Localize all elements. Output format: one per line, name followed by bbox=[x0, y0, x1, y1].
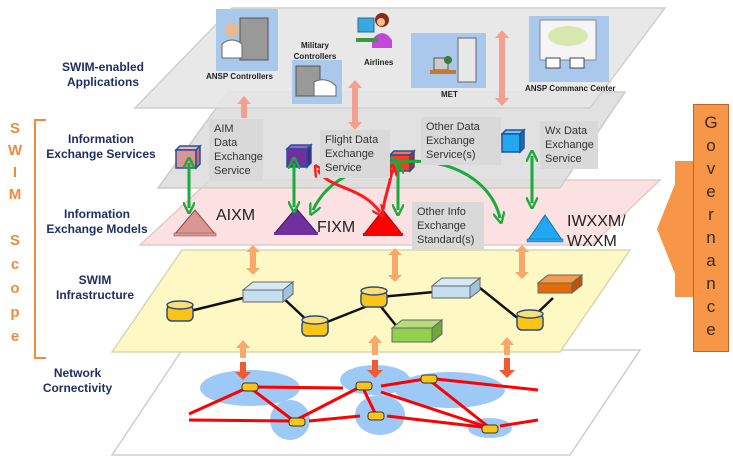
governance-letter: e bbox=[706, 182, 716, 201]
layer-label-infrastructure: SWIM Infrastructure bbox=[55, 273, 135, 302]
service-flight: Flight Data Exchange Service bbox=[320, 130, 390, 178]
service-aim: AIM Data Exchange Service bbox=[209, 119, 263, 181]
governance-letter: v bbox=[706, 159, 716, 178]
service-other: Other Data Exchange Service(s) bbox=[421, 117, 501, 165]
scope-letter: p bbox=[10, 304, 20, 321]
model-label-aixm: AIXM bbox=[216, 207, 256, 224]
airlines-icon bbox=[356, 13, 392, 48]
governance-letter: n bbox=[706, 274, 716, 293]
layer-label-network: Network Cornectivity bbox=[42, 366, 113, 395]
infrastructure-boxes bbox=[241, 273, 584, 344]
governance-letter: c bbox=[706, 297, 716, 316]
app-icons bbox=[216, 9, 609, 104]
scope-letter: S bbox=[9, 120, 20, 137]
network-links bbox=[188, 377, 539, 430]
service-cubes bbox=[174, 128, 526, 173]
governance-letter: r bbox=[708, 205, 714, 224]
governance-letter: G bbox=[704, 113, 718, 132]
app-label-airlines: Airlines bbox=[364, 58, 394, 67]
model-label-other-info: Other Info Exchange Standard(s) bbox=[412, 202, 484, 250]
scope-letter: S bbox=[9, 232, 20, 249]
layer-label-models: Information Exchange Models bbox=[46, 207, 148, 236]
scope-letter: e bbox=[10, 328, 20, 345]
governance-letter: o bbox=[706, 136, 716, 155]
scope-letter: I bbox=[12, 164, 18, 181]
app-label-military-controllers: Military Controllers bbox=[293, 41, 337, 61]
scope-bracket bbox=[34, 119, 46, 359]
layer-label-applications: SWIM-enabled Applications bbox=[61, 60, 144, 89]
models-infra-arrows bbox=[246, 245, 529, 282]
layer-label-services: Information Exchange Services bbox=[46, 132, 156, 161]
infra-network-arrows bbox=[235, 335, 515, 380]
scope-letter: M bbox=[8, 186, 22, 203]
governance-letter: a bbox=[706, 251, 716, 270]
apps-services-arrows bbox=[237, 30, 509, 130]
network-nodes bbox=[241, 374, 499, 434]
scope-letter: W bbox=[8, 142, 23, 159]
infrastructure-nodes bbox=[166, 286, 544, 337]
governance-letter: e bbox=[706, 320, 716, 339]
model-label-fixm: FIXM bbox=[317, 219, 356, 236]
governance-bar: G o v e r n a n c e bbox=[693, 104, 729, 352]
model-label-iwxxm: IWXXM/ WXXM bbox=[567, 213, 626, 250]
app-label-ansp-command-center: ANSP Commanc Center bbox=[525, 84, 616, 93]
scope-letter: o bbox=[10, 280, 20, 297]
service-wx: Wx Data Exchange Service bbox=[540, 121, 598, 169]
scope-letter: c bbox=[10, 256, 20, 273]
model-triangles bbox=[173, 207, 564, 243]
governance-letter: n bbox=[706, 228, 716, 247]
app-label-met: MET bbox=[441, 90, 458, 99]
governance-arrow bbox=[657, 104, 695, 354]
app-label-ansp-controllers: ANSP Controllers bbox=[206, 72, 273, 81]
